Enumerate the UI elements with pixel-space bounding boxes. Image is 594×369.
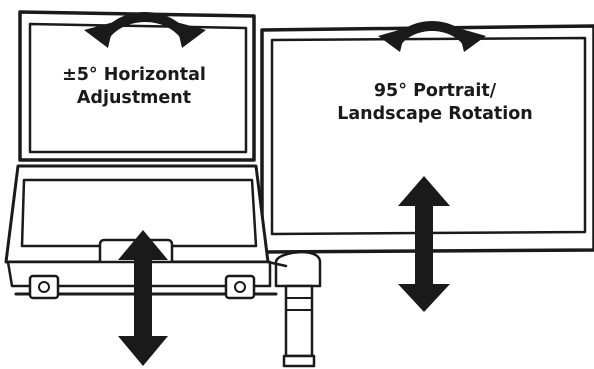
rotation-line1: 95° Portrait/	[373, 81, 497, 101]
curved-double-arrow-icon	[84, 12, 206, 48]
laptop-screen	[18, 10, 256, 162]
vertical-double-arrow-icon	[118, 230, 168, 366]
rotation-label: 95° Portrait/ Landscape Rotation	[290, 80, 580, 126]
horizontal-adjustment-line2: Adjustment	[76, 88, 192, 108]
vertical-double-arrow-icon	[398, 176, 450, 312]
horizontal-adjustment-label: ±5° Horizontal Adjustment	[34, 64, 234, 110]
horizontal-adjustment-line1: ±5° Horizontal	[62, 65, 206, 85]
rotation-line2: Landscape Rotation	[337, 104, 533, 124]
monitor-stand-pole	[274, 250, 322, 368]
curved-double-arrow-icon	[378, 21, 486, 52]
